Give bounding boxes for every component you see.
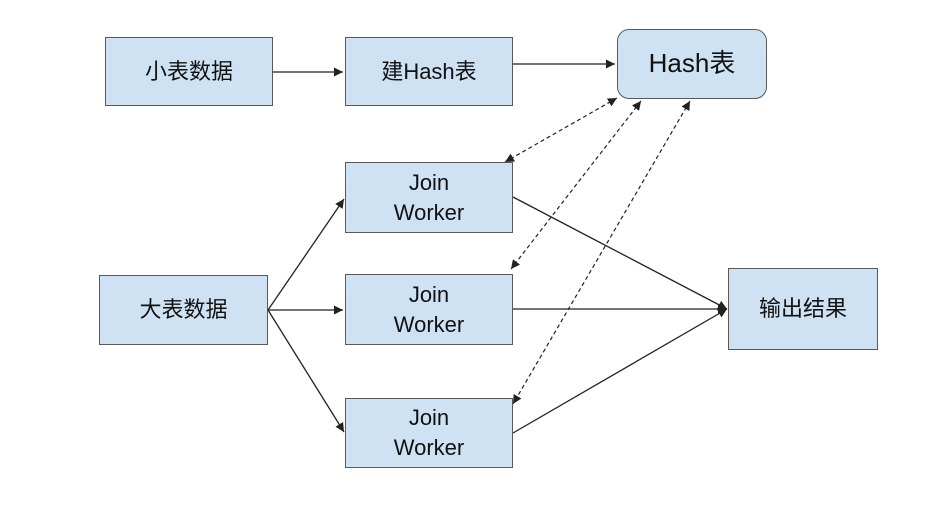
edge-hash-worker-1 [504,97,618,163]
node-label: 小表数据 [144,58,233,84]
node-label: Join Worker [393,405,465,460]
node-hash-table: Hash表 [617,29,767,99]
node-label: Hash表 [648,48,736,79]
node-label: 大表数据 [139,297,228,323]
node-join-worker-1: Join Worker [345,162,513,233]
node-big-table-data: 大表数据 [99,275,268,345]
node-small-table-data: 小表数据 [105,37,273,106]
node-label: 输出结果 [758,296,847,322]
edge-hash-worker-2 [510,100,642,270]
edge-big-to-worker-3 [267,309,345,433]
edge-worker-1-to-output [512,196,728,310]
node-build-hash-table: 建Hash表 [345,37,513,106]
node-label: Join Worker [393,169,465,225]
node-output-result: 输出结果 [728,268,878,350]
edge-big-to-worker-1 [267,198,345,311]
node-join-worker-2: Join Worker [345,274,513,345]
node-join-worker-3: Join Worker [345,398,513,468]
edge-hash-worker-3 [512,100,691,405]
node-label: 建Hash表 [381,58,477,84]
node-label: Join Worker [393,281,465,337]
edge-worker-3-to-output [512,308,728,434]
